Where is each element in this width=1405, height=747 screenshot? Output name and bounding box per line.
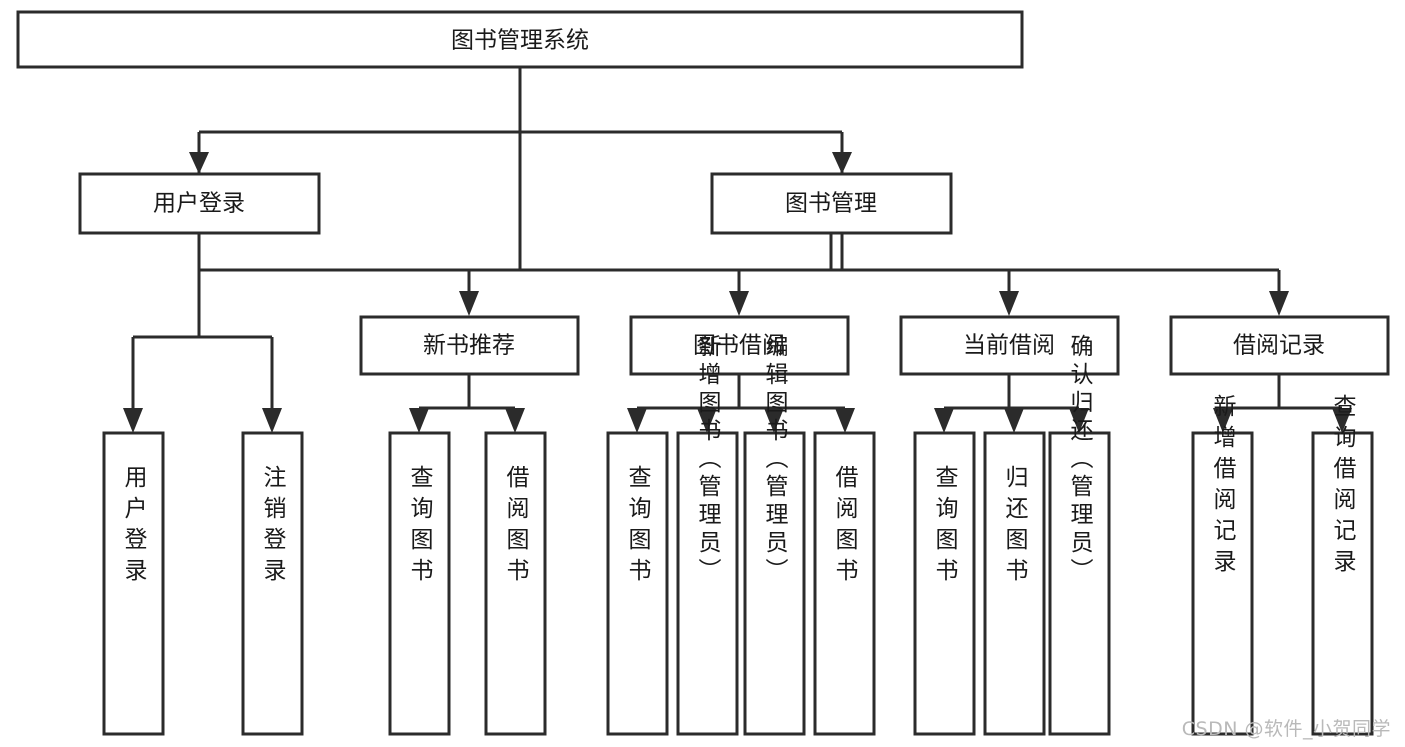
leaf-new-book-recommend-0[interactable]: 查询图书 (388, 431, 451, 736)
leaf-user-login-1[interactable]: 注销登录 (241, 431, 304, 736)
node-book-borrow[interactable]: 图书借阅 (629, 315, 850, 376)
leaf-current-borrow-0[interactable]: 查询图书 (913, 431, 976, 736)
leaf-borrow-record-0-label: 新增借阅记录 (1209, 394, 1237, 580)
leaf-user-login-0-label: 用户登录 (120, 465, 148, 589)
leaf-book-borrow-1[interactable]: 新增图书（管理员） (676, 334, 739, 736)
leaf-book-borrow-2-label: 编辑图书（管理员） (761, 334, 789, 586)
csdn-watermark: CSDN @软件_小贺同学 (1181, 718, 1391, 740)
leaf-new-book-recommend-1[interactable]: 借阅图书 (484, 431, 547, 736)
leaf-borrow-record-1[interactable]: 查询借阅记录 (1311, 394, 1374, 736)
node-user-login-label: 用户登录 (153, 191, 245, 217)
leaf-borrow-record-1-label: 查询借阅记录 (1329, 394, 1357, 580)
node-borrow-record-label: 借阅记录 (1233, 333, 1325, 359)
leaf-user-login-1-label: 注销登录 (259, 465, 287, 589)
leaf-current-borrow-1[interactable]: 归还图书 (983, 431, 1046, 736)
node-borrow-record[interactable]: 借阅记录 (1169, 315, 1390, 376)
leaf-book-borrow-0-label: 查询图书 (624, 465, 652, 589)
node-user-login[interactable]: 用户登录 (78, 172, 321, 235)
leaf-current-borrow-1-label: 归还图书 (1001, 465, 1029, 589)
connector-user-login-to-leaves (123, 233, 282, 433)
leaf-book-borrow-1-label: 新增图书（管理员） (694, 334, 722, 586)
node-current-borrow-label: 当前借阅 (963, 333, 1055, 359)
connector-new-book-recommend-to-leaves (409, 374, 525, 433)
connector-current-borrow-to-leaves (934, 374, 1089, 433)
node-root[interactable]: 图书管理系统 (16, 10, 1024, 69)
node-new-book-recommend[interactable]: 新书推荐 (359, 315, 580, 376)
leaf-new-book-recommend-1-label: 借阅图书 (502, 465, 530, 589)
leaf-user-login-0[interactable]: 用户登录 (102, 431, 165, 736)
leaf-borrow-record-0[interactable]: 新增借阅记录 (1191, 394, 1254, 736)
leaf-book-borrow-0[interactable]: 查询图书 (606, 431, 669, 736)
leaf-book-borrow-3[interactable]: 借阅图书 (813, 431, 876, 736)
node-book-management-label: 图书管理 (785, 191, 877, 217)
node-root-label: 图书管理系统 (451, 28, 589, 54)
leaf-new-book-recommend-0-label: 查询图书 (406, 465, 434, 589)
connector-root-split (189, 67, 852, 174)
node-new-book-recommend-label: 新书推荐 (423, 333, 515, 359)
leaf-book-borrow-3-label: 借阅图书 (831, 465, 859, 589)
leaf-current-borrow-0-label: 查询图书 (931, 465, 959, 589)
connector-book-management-to-level3 (459, 233, 1289, 316)
leaf-current-borrow-2[interactable]: 确认归还（管理员） (1048, 334, 1111, 736)
leaf-book-borrow-2[interactable]: 编辑图书（管理员） (743, 334, 806, 736)
connector-book-borrow-to-leaves (627, 374, 855, 433)
leaf-current-borrow-2-label: 确认归还（管理员） (1066, 334, 1094, 586)
connector-borrow-record-to-leaves (1213, 374, 1352, 433)
node-book-management[interactable]: 图书管理 (710, 172, 953, 235)
node-book-borrow-label: 图书借阅 (693, 333, 785, 359)
